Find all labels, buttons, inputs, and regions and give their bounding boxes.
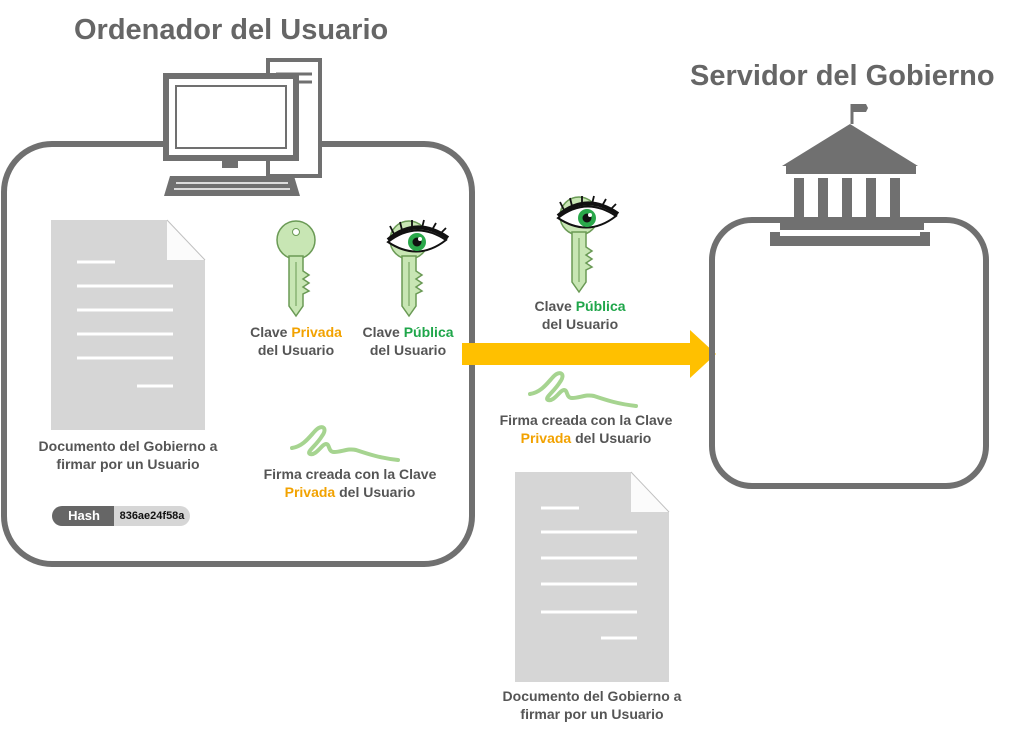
- transfer-signature-label: Firma creada con la Clave Privada del Us…: [476, 412, 696, 447]
- signature-label-line1: Firma creada con la Clave: [263, 466, 437, 482]
- signature-label-suffix: del Usuario: [335, 483, 416, 500]
- government-server-frame: [709, 217, 989, 489]
- computer-icon: [163, 58, 322, 196]
- document-label-line1: Documento del Gobierno a: [38, 438, 218, 454]
- public-key-label-prefix: Clave: [362, 324, 404, 340]
- public-key-label-highlight: Pública: [403, 324, 454, 340]
- government-building-icon: [770, 104, 930, 246]
- transfer-document-label-line2: firmar por un Usuario: [520, 705, 664, 722]
- transfer-signature-label-line1: Firma creada con la Clave: [499, 412, 673, 428]
- government-server-title: Servidor del Gobierno: [690, 60, 995, 92]
- document-icon: [50, 219, 206, 431]
- transfer-signature-label-suffix: del Usuario: [571, 429, 652, 446]
- signature-icon: [290, 425, 400, 462]
- private-key-label-line2: del Usuario: [257, 341, 335, 358]
- user-computer-title: Ordenador del Usuario: [74, 14, 389, 46]
- transfer-document-label-line1: Documento del Gobierno a: [502, 688, 682, 704]
- transfer-signature-label-highlight: Privada: [520, 429, 572, 446]
- hash-label: Hash: [52, 506, 116, 526]
- private-key-icon: [276, 220, 316, 317]
- transfer-public-key-label-line2: del Usuario: [541, 315, 619, 332]
- signature-label: Firma creada con la Clave Privada del Us…: [240, 466, 460, 501]
- transfer-public-key-label-prefix: Clave: [534, 298, 576, 314]
- public-key-label-line2: del Usuario: [369, 341, 447, 358]
- document-label: Documento del Gobierno a firmar por un U…: [6, 438, 250, 473]
- signature-label-highlight: Privada: [284, 483, 336, 500]
- transfer-signature-icon: [528, 371, 638, 408]
- private-key-label-highlight: Privada: [291, 324, 342, 340]
- hash-value: 836ae24f58a: [114, 506, 190, 526]
- transfer-document-icon: [514, 471, 670, 683]
- private-key-label: Clave Privada del Usuario: [236, 324, 356, 359]
- transfer-public-key-label: Clave Pública del Usuario: [520, 298, 640, 333]
- transfer-public-key-label-highlight: Pública: [575, 298, 626, 314]
- document-label-line2: firmar por un Usuario: [56, 455, 200, 472]
- hash-badge: Hash 836ae24f58a: [52, 506, 190, 526]
- public-key-label: Clave Pública del Usuario: [348, 324, 468, 359]
- private-key-label-prefix: Clave: [250, 324, 292, 340]
- transfer-document-label: Documento del Gobierno a firmar por un U…: [470, 688, 714, 723]
- arrow-icon: [462, 330, 716, 378]
